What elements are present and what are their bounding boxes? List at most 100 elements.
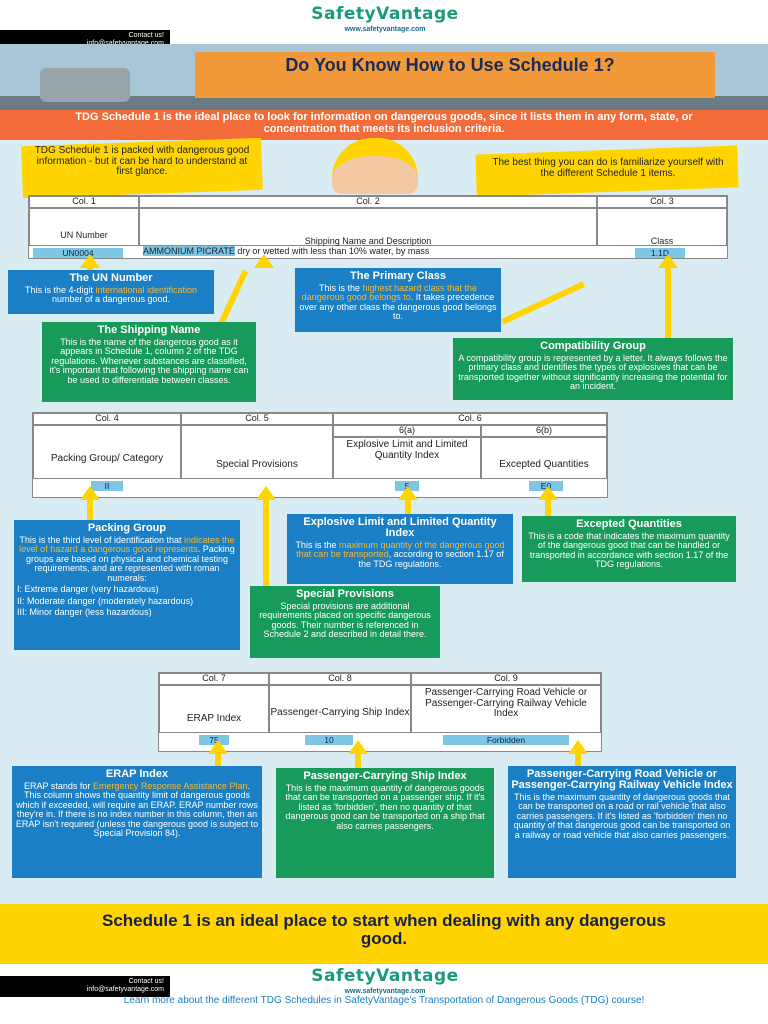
arrow-head — [208, 740, 228, 754]
logo[interactable]: SafetyVantage — [311, 4, 459, 24]
arrow-head — [538, 486, 558, 500]
arrow — [263, 498, 269, 588]
un-number-box: The UN Number This is the 4-digit intern… — [8, 270, 214, 314]
col-3-header: Col. 3 — [597, 196, 727, 208]
road-rail-index-box: Passenger-Carrying Road Vehicle or Passe… — [508, 766, 736, 878]
primary-class-desc: This is the highest hazard class that th… — [298, 283, 498, 322]
arrow — [575, 752, 581, 766]
road-rail-index-header: Passenger-Carrying Road Vehicle or Passe… — [411, 685, 601, 733]
contact-label: Contact us! — [128, 32, 164, 39]
erap-index-box: ERAP Index ERAP stands for Emergency Res… — [12, 766, 262, 878]
ship-index-header: Passenger-Carrying Ship Index — [269, 685, 411, 733]
table-3: Col. 7 Col. 8 Col. 9 ERAP Index Passenge… — [158, 672, 602, 752]
packing-group-title: Packing Group — [87, 522, 167, 534]
hero-title: Do You Know How to Use Schedule 1? — [285, 55, 615, 75]
arrow-head — [568, 740, 588, 754]
ship-index-value: 10 — [305, 735, 353, 745]
col-4-header: Col. 4 — [33, 413, 181, 425]
text: This is the 4-digit — [24, 285, 96, 295]
arrow — [405, 498, 411, 516]
text: ERAP stands for — [24, 781, 93, 791]
text: This is the — [318, 283, 363, 293]
special-provisions-header: Special Provisions — [181, 425, 333, 479]
packing-level-3: III: Minor danger (less hazardous) — [17, 607, 152, 618]
arrow-head — [254, 254, 274, 268]
contact-email[interactable]: info@safetyvantage.com — [6, 40, 164, 48]
intro-text: TDG Schedule 1 is the ideal place to loo… — [75, 111, 693, 135]
col-6a-header: 6(a) — [333, 425, 481, 437]
un-number-title: The UN Number — [69, 272, 153, 284]
arrow-head — [348, 740, 368, 754]
table-1: Col. 1 Col. 2 Col. 3 UN Number Shipping … — [28, 195, 728, 259]
arrow — [87, 498, 93, 522]
arrow-head — [80, 486, 100, 500]
packing-level-1: I: Extreme danger (very hazardous) — [17, 584, 159, 595]
packing-group-box: Packing Group This is the third level of… — [14, 520, 240, 650]
arrow — [500, 281, 586, 325]
shipping-name-rest: dry or wetted with less than 10% water, … — [234, 246, 430, 256]
container — [195, 52, 715, 98]
col-1-header: Col. 1 — [29, 196, 139, 208]
col-7-header: Col. 7 — [159, 673, 269, 685]
text: , according to section 1.17 of the TDG r… — [358, 549, 504, 569]
road-rail-index-value: Forbidden — [443, 735, 569, 745]
col-5-header: Col. 5 — [181, 413, 333, 425]
arrow — [217, 269, 249, 327]
table-2: Col. 4 Col. 5 Col. 6 6(a) 6(b) Packing G… — [32, 412, 608, 498]
special-provisions-title: Special Provisions — [296, 588, 394, 600]
arrow-head — [80, 254, 100, 268]
worker-mascot-icon — [332, 138, 418, 194]
highlight: international identification — [95, 285, 198, 295]
highlight: highest hazard class that the dangerous … — [301, 283, 478, 303]
ship-index-desc: This is the maximum quantity of dangerou… — [285, 783, 485, 831]
erap-index-header: ERAP Index — [159, 685, 269, 733]
highlight: indicates the level of hazard a dangerou… — [19, 535, 235, 555]
callout-left-text: TDG Schedule 1 is packed with dangerous … — [34, 145, 250, 177]
ship-index-box: Passenger-Carrying Ship Index This is th… — [276, 768, 494, 878]
truck-cab-icon — [40, 68, 130, 102]
highlight: Emergency Response Assistance Plan — [92, 781, 248, 791]
primary-class-box: The Primary Class This is the highest ha… — [295, 268, 501, 332]
text: number of a dangerous good. — [51, 294, 171, 305]
arrow-head — [398, 486, 418, 500]
footer-contact: Contact us! info@safetyvantage.com — [0, 976, 170, 997]
shipping-name-title: The Shipping Name — [97, 324, 201, 336]
text: . Packing groups are based on physical a… — [25, 544, 235, 583]
intro-band — [0, 110, 768, 140]
road-rail-index-desc: This is the maximum quantity of dangerou… — [513, 792, 731, 840]
excepted-quantities-desc: This is a code that indicates the maximu… — [528, 531, 730, 570]
excepted-quantities-box: Excepted Quantities This is a code that … — [522, 516, 736, 582]
shipping-name-header: Shipping Name and Description — [139, 208, 597, 246]
shipping-name-desc: This is the name of the dangerous good a… — [49, 337, 249, 385]
un-number-header: UN Number — [29, 208, 139, 246]
arrow — [215, 752, 221, 766]
special-provisions-box: Special Provisions Special provisions ar… — [250, 586, 440, 658]
text: . This column shows the quantity limit o… — [15, 781, 259, 839]
arrow-head — [256, 486, 276, 500]
contact-label: Contact us! — [128, 978, 164, 985]
un-number-desc: This is the 4-digit international identi… — [11, 285, 211, 305]
explosive-limit-header: Explosive Limit and Limited Quantity Ind… — [333, 437, 481, 479]
shipping-name-box: The Shipping Name This is the name of th… — [42, 322, 256, 402]
class-value: 1.1D — [635, 248, 685, 258]
contact-email[interactable]: info@safetyvantage.com — [86, 986, 164, 994]
road-rail-index-title: Passenger-Carrying Road Vehicle or Passe… — [511, 768, 733, 791]
site-url[interactable]: www.safetyvantage.com — [344, 26, 426, 33]
primary-class-title: The Primary Class — [350, 270, 446, 282]
special-provisions-desc: Special provisions are additional requir… — [259, 601, 431, 640]
text: This is the — [295, 540, 339, 550]
col-6b-header: 6(b) — [481, 425, 607, 437]
summary-banner — [0, 904, 768, 964]
arrow — [355, 752, 361, 768]
compatibility-box: Compatibility Group A compatibility grou… — [453, 338, 733, 400]
col-2-header: Col. 2 — [139, 196, 597, 208]
summary-text: Schedule 1 is an ideal place to start wh… — [102, 911, 666, 948]
footer-logo[interactable]: SafetyVantage — [311, 966, 459, 986]
shipping-name-highlight: AMMONIUM PICRATE — [143, 246, 235, 256]
packing-group-header: Packing Group/ Category — [33, 425, 181, 479]
un-number-value: UN0004 — [33, 248, 123, 258]
footer-url[interactable]: www.safetyvantage.com — [344, 988, 426, 995]
course-cta[interactable]: Learn more about the different TDG Sched… — [123, 995, 645, 1006]
excepted-quantities-title: Excepted Quantities — [576, 518, 682, 530]
compatibility-title: Compatibility Group — [540, 340, 646, 352]
